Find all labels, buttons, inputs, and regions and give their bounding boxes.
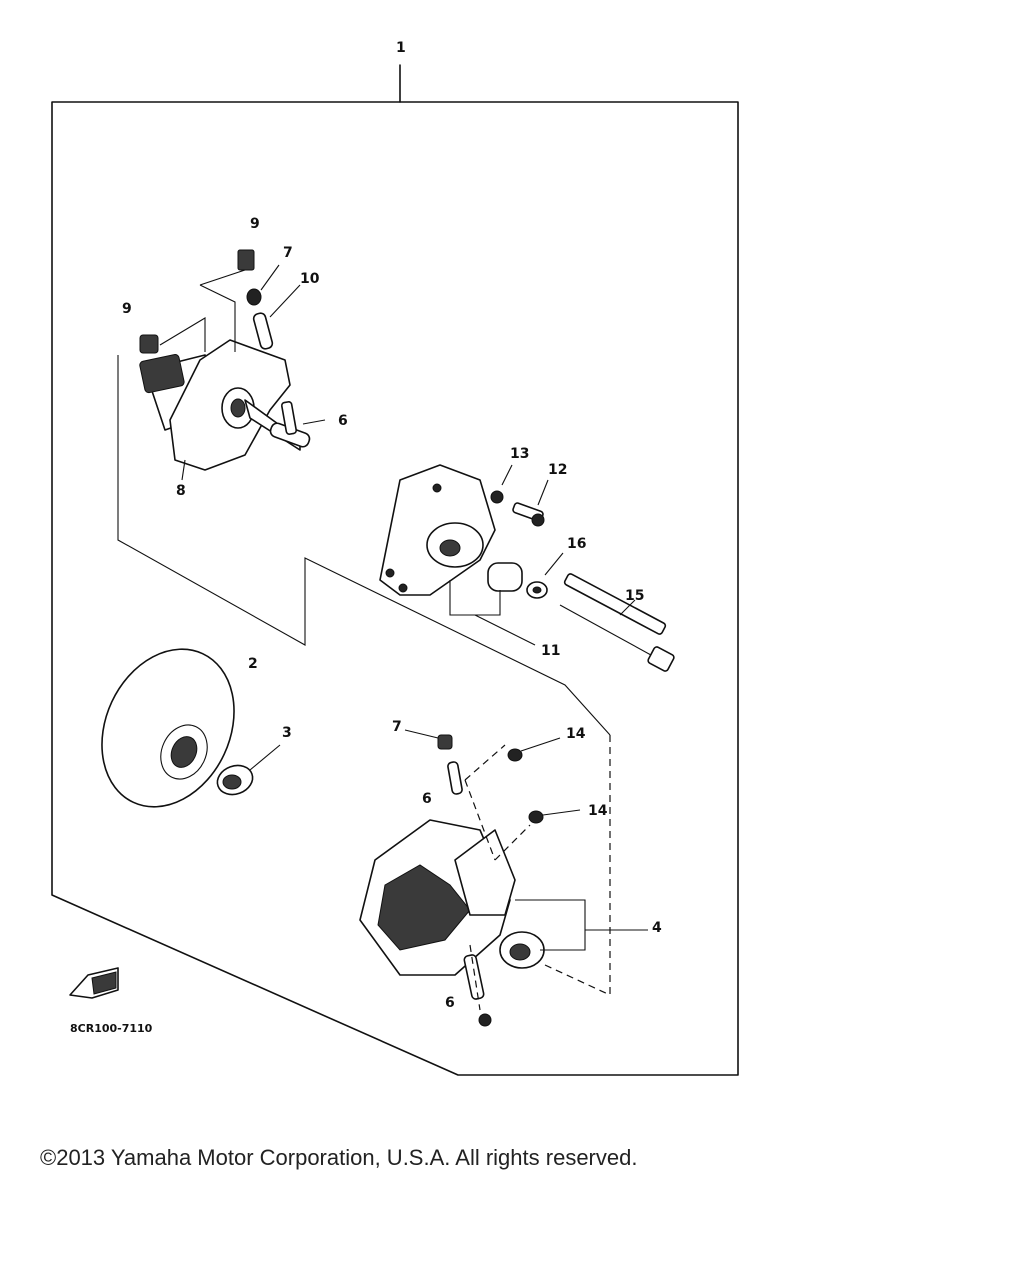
copyright-notice: ©2013 Yamaha Motor Corporation, U.S.A. A… — [40, 1145, 638, 1170]
callout-labels: 1 9 7 10 9 6 8 13 12 16 15 11 2 3 7 14 6… — [70, 40, 662, 1035]
callout-9-left: 9 — [122, 301, 132, 317]
subassembly-boundary-lines — [117, 355, 611, 996]
callout-13: 13 — [510, 446, 529, 462]
callout-6-bottom: 6 — [445, 995, 455, 1011]
spider-hub-part — [139, 249, 326, 481]
callout-4: 4 — [652, 920, 662, 936]
callout-14-bottom: 14 — [588, 803, 608, 819]
exploded-parts-diagram: 1 9 7 10 9 6 8 13 12 16 15 11 2 3 7 14 6… — [51, 40, 739, 1076]
callout-2: 2 — [248, 656, 258, 672]
sliding-sheave-housing-part — [359, 729, 648, 1027]
callout-3: 3 — [282, 725, 292, 741]
callout-8: 8 — [176, 483, 186, 499]
sheave-disc-part — [101, 648, 235, 808]
callout-7-bottom: 7 — [392, 719, 402, 735]
callout-14-top: 14 — [566, 726, 586, 742]
callout-12: 12 — [548, 462, 567, 478]
callout-9-top: 9 — [250, 216, 260, 232]
callout-16: 16 — [567, 536, 586, 552]
callout-1: 1 — [396, 40, 406, 56]
callout-11: 11 — [541, 643, 560, 659]
figure-code: 8CR100-7110 — [70, 1022, 153, 1035]
cover-plate-part — [379, 464, 675, 672]
callout-7-top: 7 — [283, 245, 293, 261]
callout-15: 15 — [625, 588, 644, 604]
assembly-frame — [51, 64, 739, 1076]
callout-10: 10 — [300, 271, 320, 287]
callout-6-mid: 6 — [422, 791, 432, 807]
spring-part — [216, 744, 281, 796]
callout-6-top: 6 — [338, 413, 348, 429]
front-direction-arrow-icon — [69, 967, 119, 999]
